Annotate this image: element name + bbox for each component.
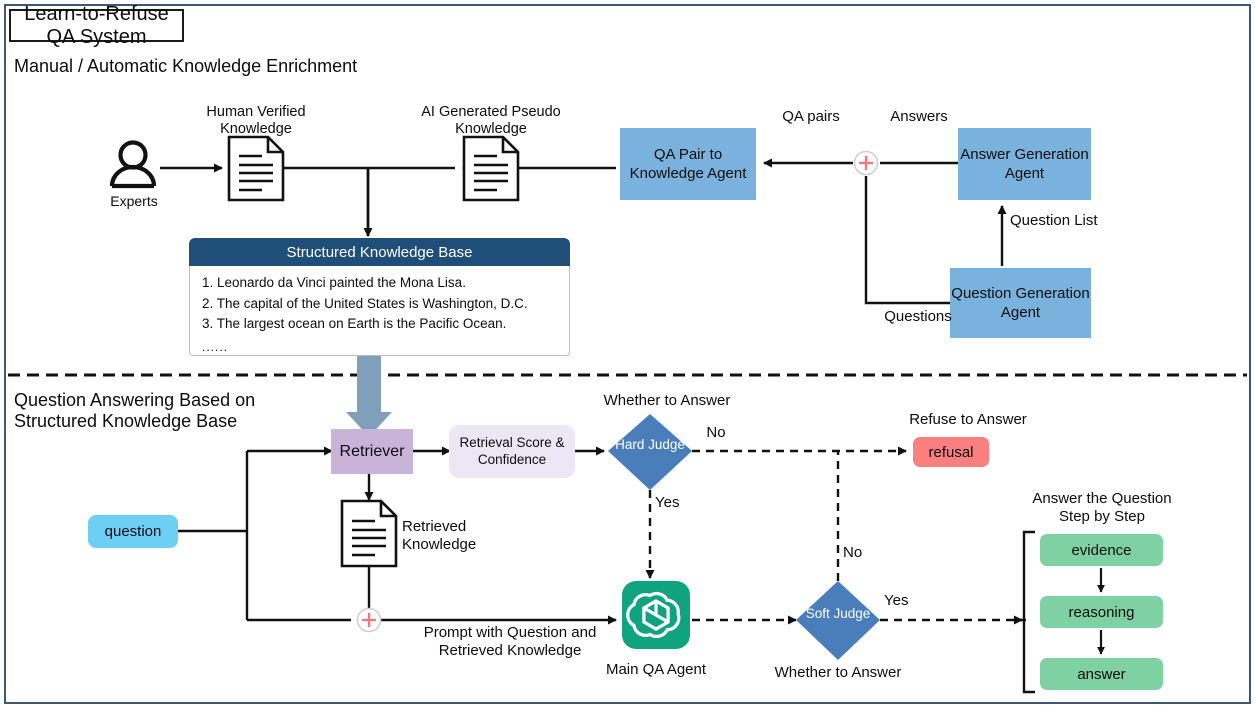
- soft-judge-label[interactable]: Soft Judge: [805, 606, 871, 621]
- refusal-node[interactable]: refusal: [913, 437, 989, 467]
- kb-item-ellipsis: ......: [202, 339, 229, 354]
- question-generation-agent[interactable]: Question Generation Agent: [950, 268, 1091, 338]
- step-answer-node[interactable]: answer: [1040, 658, 1163, 690]
- kb-to-qa-arrow: [346, 352, 392, 437]
- soft-judge-caption: Whether to Answer: [774, 664, 902, 681]
- plus-junction-top: [853, 150, 879, 176]
- answer-step-caption: Answer the Question Step by Step: [1032, 490, 1172, 525]
- retrieved-knowledge-label: Retrieved Knowledge: [402, 518, 477, 553]
- soft-judge-yes-label: Yes: [884, 592, 909, 609]
- edge-label-questions: Questions: [884, 308, 952, 325]
- soft-judge-diamond: [796, 581, 880, 660]
- soft-judge-no-label: No: [843, 544, 863, 561]
- hard-judge-caption: Whether to Answer: [603, 392, 731, 409]
- edge-label-qa-pairs: QA pairs: [782, 108, 840, 125]
- main-qa-agent-label: Main QA Agent: [605, 661, 707, 678]
- section-title-bottom: Question Answering Based on Structured K…: [14, 390, 256, 432]
- experts-label: Experts: [110, 193, 158, 209]
- hard-judge-diamond: [608, 414, 692, 490]
- kb-item: 3. The largest ocean on Earth is the Pac…: [202, 316, 507, 332]
- knowledge-base-body: 1. Leonardo da Vinci painted the Mona Li…: [189, 266, 570, 356]
- qa-pair-to-knowledge-agent[interactable]: QA Pair to Knowledge Agent: [620, 128, 756, 200]
- ai-pseudo-doc-icon: [462, 135, 520, 202]
- edge-label-answers: Answers: [890, 108, 948, 125]
- openai-logo-icon: [626, 591, 681, 639]
- hard-judge-no-label: No: [706, 424, 726, 441]
- knowledge-base-header: Structured Knowledge Base: [189, 238, 570, 266]
- kb-item: 1. Leonardo da Vinci painted the Mona Li…: [202, 275, 466, 290]
- retrieval-score-confidence-node: Retrieval Score & Confidence: [449, 425, 575, 478]
- hard-judge-label[interactable]: Hard Judge: [615, 437, 685, 452]
- plus-junction-bottom: [356, 607, 382, 633]
- edge-label-question-list: Question List: [1010, 212, 1098, 229]
- retrieved-knowledge-doc-icon: [340, 499, 398, 568]
- section-title-top: Manual / Automatic Knowledge Enrichment: [14, 56, 358, 76]
- retriever-node[interactable]: Retriever: [331, 429, 413, 474]
- prompt-with-question-label: Prompt with Question and Retrieved Knowl…: [423, 624, 597, 659]
- ai-pseudo-knowledge-label: AI Generated Pseudo Knowledge: [421, 104, 561, 138]
- page-title: Learn-to-Refuse QA System: [9, 3, 184, 48]
- expert-person-icon: [109, 140, 157, 189]
- step-reasoning-node[interactable]: reasoning: [1040, 596, 1163, 628]
- main-qa-agent-node[interactable]: [622, 581, 690, 649]
- hard-judge-yes-label: Yes: [655, 494, 680, 511]
- answer-generation-agent[interactable]: Answer Generation Agent: [958, 128, 1091, 200]
- refuse-to-answer-caption: Refuse to Answer: [909, 411, 1027, 428]
- step-evidence-node[interactable]: evidence: [1040, 534, 1163, 566]
- human-verified-doc-icon: [227, 135, 285, 202]
- question-input-node[interactable]: question: [88, 515, 178, 548]
- human-verified-knowledge-label: Human Verified Knowledge: [206, 104, 306, 138]
- kb-item: 2. The capital of the United States is W…: [202, 295, 528, 311]
